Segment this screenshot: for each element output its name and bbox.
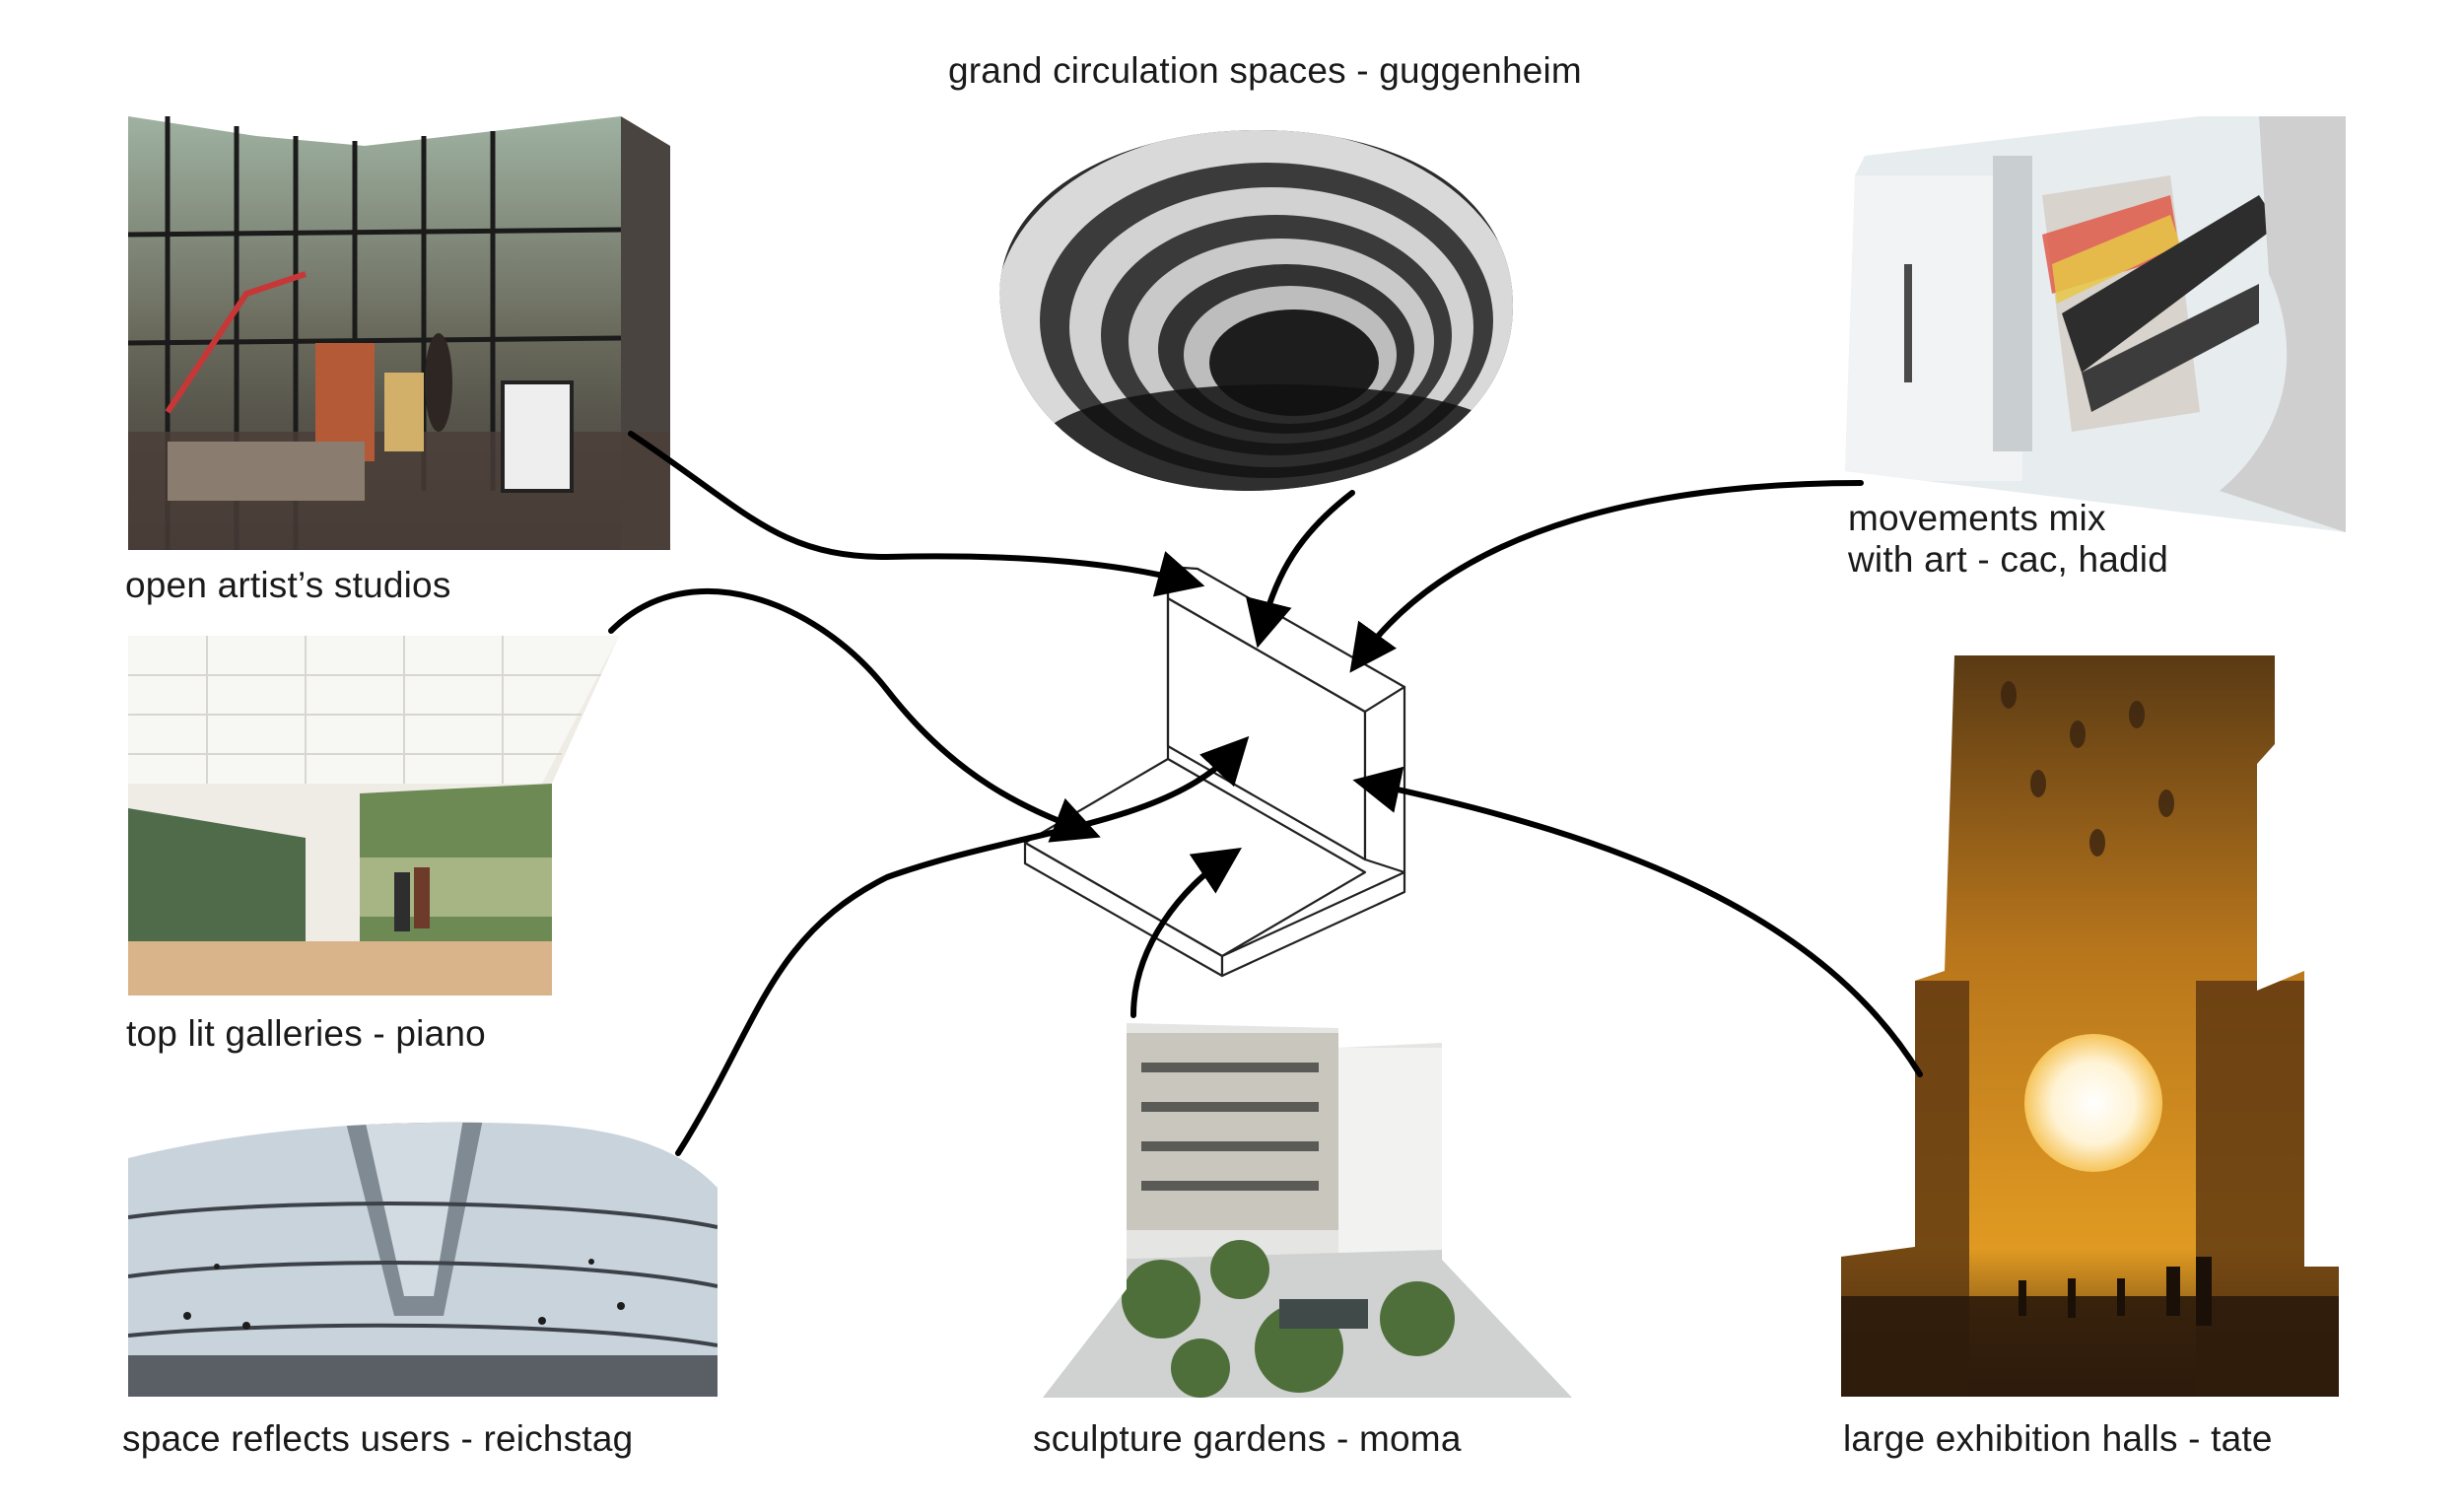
photo-artist-studio: [128, 116, 670, 550]
photo-reichstag: [128, 1119, 718, 1397]
caption-cac-line1: movements mix: [1848, 498, 2106, 538]
caption-moma: sculpture gardens - moma: [1033, 1418, 1462, 1459]
caption-reichstag: space reflects users - reichstag: [122, 1418, 634, 1459]
photo-guggenheim: [981, 118, 1518, 493]
caption-artist-studios: open artist’s studios: [125, 565, 451, 605]
photo-moma-garden: [1043, 1023, 1572, 1398]
caption-piano: top lit galleries - piano: [126, 1013, 486, 1054]
caption-cac-line2: with art - cac, hadid: [1848, 539, 2169, 580]
photo-tate-turbine-hall: [1841, 655, 2339, 1397]
photo-cac-hadid: [1845, 116, 2346, 532]
caption-guggenheim: grand circulation spaces - guggenheim: [948, 50, 1582, 91]
caption-tate: large exhibition halls - tate: [1843, 1418, 2273, 1459]
photo-piano-gallery: [128, 636, 619, 996]
